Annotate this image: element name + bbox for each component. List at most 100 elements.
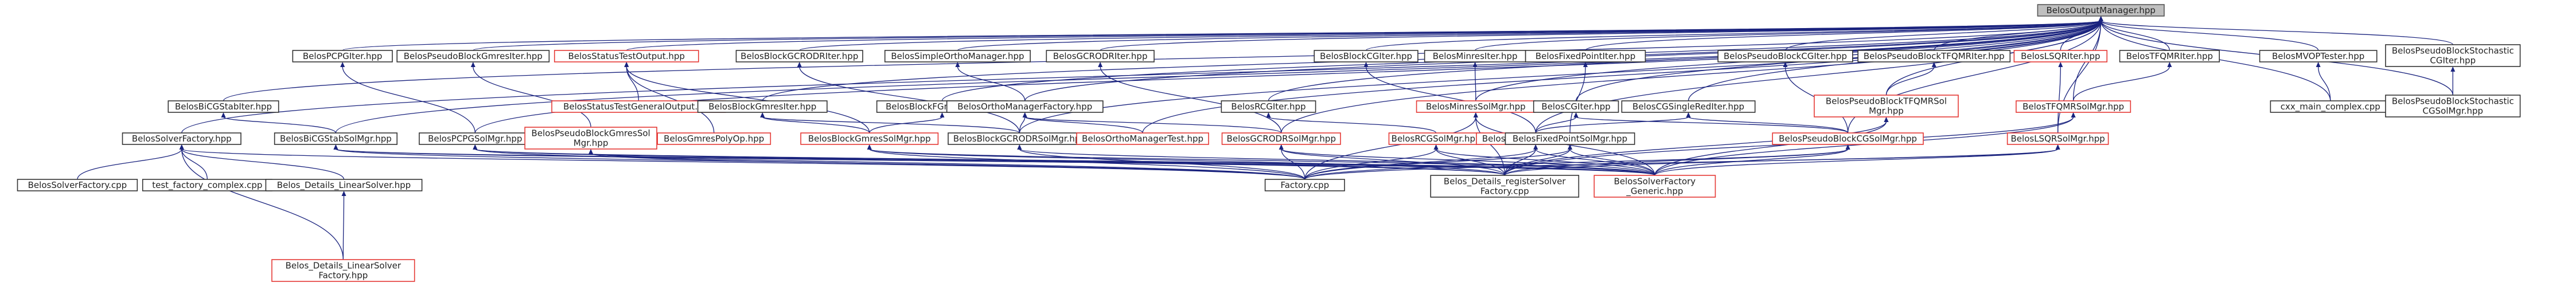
node-cg[interactable]: BelosCGIter.hpp — [1533, 100, 1619, 113]
edge-n_generic-to-n_pbgmressm — [590, 153, 1655, 176]
node-bicgstabsm[interactable]: BelosBiCGStabSolMgr.hpp — [274, 132, 397, 145]
node-box — [1593, 175, 1716, 198]
node-fixedsm[interactable]: BelosFixedPointSolMgr.hpp — [1505, 132, 1635, 145]
edge-n_pbcgsm-to-n_cg — [1575, 116, 1849, 134]
arrowhead-104 — [1473, 112, 1478, 117]
node-box — [292, 50, 393, 62]
node-label: BelosMinresIter.hpp — [1433, 51, 1518, 61]
edge-n_omtest-to-n_out — [1142, 20, 2102, 134]
node-box — [1621, 100, 1756, 113]
node-cgsingle[interactable]: BelosCGSingleRedIter.hpp — [1621, 100, 1756, 113]
node-bgcrodr[interactable]: BelosBlockGCRODRIter.hpp — [735, 50, 863, 62]
node-omfactory[interactable]: BelosOrthoManagerFactory.hpp — [946, 100, 1104, 113]
node-rcgsm[interactable]: BelosRCGSolMgr.hpp — [1388, 132, 1484, 145]
node-label: BelosSolverFactory — [1614, 177, 1696, 187]
node-details[interactable]: Belos_Details_LinearSolver.hpp — [265, 179, 423, 191]
node-box — [167, 100, 279, 113]
node-box — [2016, 100, 2131, 113]
node-box — [1772, 132, 1924, 145]
node-factorycpp[interactable]: Factory.cpp — [1264, 179, 1345, 191]
node-box — [554, 50, 699, 62]
edge-n_bgmressm-to-n_bfgmres — [869, 116, 943, 134]
edge-n_fixed-to-n_out — [1585, 20, 2102, 51]
arrowhead-57 — [1686, 112, 1691, 117]
edge-n_gcrodrsm-to-n_gcrodr — [1100, 66, 1282, 134]
node-label: BelosTFQMRSolMgr.hpp — [2022, 101, 2124, 112]
node-mvop[interactable]: BelosMVOPTester.hpp — [2259, 50, 2378, 62]
edge-n_generic-to-n_bgmressm — [869, 148, 1655, 176]
edge-n_bicgstabsm-to-n_bicgstab — [223, 116, 337, 134]
node-stest[interactable]: BelosStatusTestOutput.hpp — [554, 50, 699, 62]
edge-n_factorycpp-to-n_lsqrsm — [1304, 148, 2059, 180]
node-minres[interactable]: BelosMinresIter.hpp — [1424, 50, 1526, 62]
node-label: BelosBlockGmresSolMgr.hpp — [808, 134, 931, 144]
node-simple[interactable]: BelosSimpleOrthoManager.hpp — [884, 50, 1031, 62]
edge-n_factorycpp-to-n_pbgmressm — [590, 153, 1305, 180]
node-generic[interactable]: BelosSolverFactory_Generic.hpp — [1593, 175, 1716, 198]
node-bgcrodrsm[interactable]: BelosBlockGCRODRSolMgr.hpp — [948, 132, 1092, 145]
edge-n_details-to-n_solverfac — [181, 148, 345, 180]
node-gcrodr[interactable]: BelosGCRODRIter.hpp — [1046, 50, 1155, 62]
node-pbgmres[interactable]: BelosPseudoBlockGmresIter.hpp — [396, 50, 550, 62]
node-minressm[interactable]: BelosMinresSolMgr.hpp — [1416, 100, 1536, 113]
edge-n_fixedsm-to-n_fixed — [1569, 66, 1586, 134]
node-tfqmr[interactable]: BelosTFQMRIter.hpp — [2119, 50, 2220, 62]
node-bgmres[interactable]: BelosBlockGmresIter.hpp — [697, 100, 828, 113]
node-cxx[interactable]: cxx_main_complex.cpp — [2270, 100, 2391, 113]
arrowhead-101 — [1568, 144, 1573, 150]
edge-n_pbcg-to-n_out — [1784, 20, 2102, 51]
edge-n_detreg-to-n_pbcgsm — [1504, 148, 1849, 176]
node-label: BelosSolverFactory.hpp — [132, 134, 232, 144]
node-omtest[interactable]: BelosOrthoManagerTest.hpp — [1076, 132, 1209, 145]
node-gcrodrsm[interactable]: BelosGCRODRSolMgr.hpp — [1221, 132, 1341, 145]
node-box — [524, 127, 657, 150]
node-rcg[interactable]: BelosRCGIter.hpp — [1221, 100, 1316, 113]
node-box — [697, 100, 828, 113]
node-pbtfqmr[interactable]: BelosPseudoBlockTFQMRIter.hpp — [1857, 50, 2011, 62]
node-pbcg[interactable]: BelosPseudoBlockCGIter.hpp — [1717, 50, 1853, 62]
node-stgen[interactable]: BelosStatusTestGeneralOutput.hpp — [551, 100, 726, 113]
node-label: BelosFixedPointIter.hpp — [1536, 51, 1635, 61]
node-pbcgsm[interactable]: BelosPseudoBlockCGSolMgr.hpp — [1772, 132, 1924, 145]
node-lsqr[interactable]: BelosLSQRIter.hpp — [2013, 50, 2108, 62]
node-bgmressm[interactable]: BelosBlockGmresSolMgr.hpp — [800, 132, 939, 145]
node-gmrespoly[interactable]: BelosGmresPolyOp.hpp — [657, 132, 771, 145]
node-label: BelosTFQMRIter.hpp — [2126, 51, 2213, 61]
node-pcpg[interactable]: BelosPCPGIter.hpp — [292, 50, 393, 62]
edge-n_bcg-to-n_out — [1365, 20, 2102, 51]
node-box — [946, 100, 1104, 113]
node-label: BelosPseudoBlockTFQMRSol — [1826, 96, 1947, 107]
node-label: BelosGmresPolyOp.hpp — [664, 134, 764, 144]
node-out[interactable]: BelosOutputManager.hpp — [2037, 4, 2165, 17]
node-solverfac[interactable]: BelosSolverFactory.hpp — [122, 132, 241, 145]
arrowhead-48 — [1022, 112, 1027, 117]
node-label: BelosBlockGCRODRIter.hpp — [741, 51, 858, 61]
node-testfac[interactable]: test_factory_complex.cpp — [142, 179, 272, 191]
node-lsqrsm[interactable]: BelosLSQRSolMgr.hpp — [2006, 132, 2109, 145]
node-fixed[interactable]: BelosFixedPointIter.hpp — [1525, 50, 1646, 62]
node-pcpgsm[interactable]: BelosPCPGSolMgr.hpp — [419, 132, 532, 145]
node-box — [1814, 95, 1959, 117]
node-solverfaccpp[interactable]: BelosSolverFactory.cpp — [17, 179, 138, 191]
node-box — [2385, 44, 2521, 67]
edge-n_solverfac-to-n_out — [181, 20, 2102, 134]
node-tfqmrsm[interactable]: BelosTFQMRSolMgr.hpp — [2016, 100, 2131, 113]
node-box — [1221, 100, 1316, 113]
arrowhead-64 — [624, 62, 629, 67]
node-bicgstab[interactable]: BelosBiCGStabIter.hpp — [167, 100, 279, 113]
node-box — [1076, 132, 1209, 145]
node-label: BelosRCGSolMgr.hpp — [1392, 134, 1481, 144]
arrowhead-46 — [955, 62, 960, 67]
node-label: Belos_Details_LinearSolver.hpp — [277, 180, 411, 191]
edge-n_minressm-to-n_minres — [1475, 66, 1476, 101]
node-bcg[interactable]: BelosBlockCGIter.hpp — [1314, 50, 1418, 62]
arrowhead-105 — [2071, 112, 2076, 117]
node-label: BelosBlockGCRODRSolMgr.hpp — [953, 134, 1086, 144]
arrowhead-61 — [2450, 66, 2456, 72]
